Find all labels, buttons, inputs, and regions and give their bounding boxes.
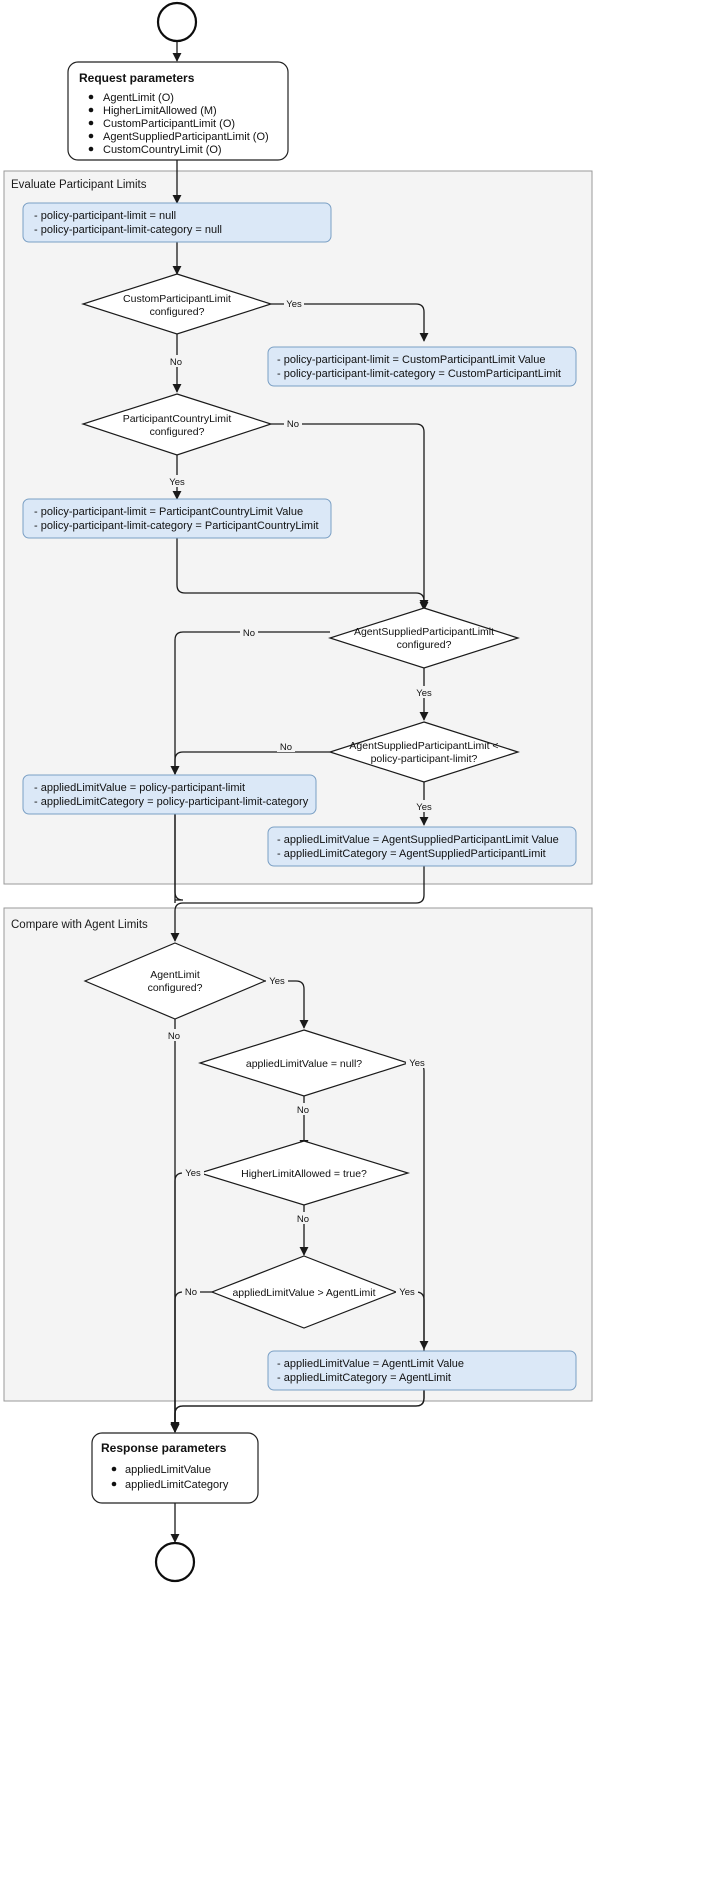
edge-label-no: No (243, 628, 255, 639)
decision-line: HigherLimitAllowed = true? (241, 1168, 367, 1180)
process-line: - appliedLimitCategory = AgentLimit (277, 1372, 451, 1384)
process-line: - appliedLimitCategory = AgentSuppliedPa… (277, 848, 546, 860)
edge-label-no: No (170, 357, 182, 368)
decision-applied-limit-null: appliedLimitValue = null? (198, 1029, 410, 1097)
response-param-item: appliedLimitValue (125, 1464, 211, 1476)
decision-agent-supplied-participant-limit: AgentSuppliedParticipantLimit configured… (328, 607, 520, 669)
decision-applied-greater-than-agent: appliedLimitValue > AgentLimit (210, 1255, 398, 1329)
decision-line: CustomParticipantLimit (123, 293, 231, 305)
bullet-dot (111, 1466, 117, 1472)
process-line: - policy-participant-limit-category = nu… (34, 224, 222, 236)
request-param-item: AgentLimit (O) (103, 92, 174, 104)
process-line: - policy-participant-limit-category = Pa… (34, 520, 319, 532)
edge-label-no: No (280, 742, 292, 753)
edge-label-no: No (185, 1287, 197, 1298)
process-init-policy: - policy-participant-limit = null - poli… (22, 202, 332, 243)
process-set-custom-participant: - policy-participant-limit = CustomParti… (267, 346, 577, 387)
request-param-item: HigherLimitAllowed (M) (103, 105, 217, 117)
edge-label-yes: Yes (399, 1287, 415, 1298)
decision-line: AgentSuppliedParticipantLimit (354, 626, 494, 638)
process-line: - appliedLimitValue = AgentSuppliedParti… (277, 834, 559, 846)
decision-line: policy-participant-limit? (371, 753, 478, 765)
bullet-dot (88, 133, 94, 139)
edge-label-yes: Yes (286, 299, 302, 310)
start-node (156, 1, 198, 43)
response-parameters-box: Response parameters appliedLimitValue ap… (91, 1432, 259, 1504)
decision-participant-country-limit: ParticipantCountryLimit configured? (81, 393, 273, 456)
request-param-item: CustomCountryLimit (O) (103, 144, 222, 156)
bullet-dot (88, 94, 94, 100)
edge-d3-no (170, 631, 330, 775)
group-evaluate-label: Evaluate Participant Limits (11, 179, 147, 191)
edge-label-no: No (168, 1031, 180, 1042)
process-applied-from-agent-supplied: - appliedLimitValue = AgentSuppliedParti… (267, 826, 577, 867)
request-param-item: AgentSuppliedParticipantLimit (O) (103, 131, 269, 143)
decision-agent-limit-configured: AgentLimit configured? (83, 942, 267, 1020)
edge-agentsupplied-join (170, 866, 425, 942)
process-applied-from-policy: - appliedLimitValue = policy-participant… (22, 774, 317, 815)
process-line: - policy-participant-limit = Participant… (34, 506, 303, 518)
edge-label-yes: Yes (169, 477, 185, 488)
decision-line: appliedLimitValue > AgentLimit (232, 1287, 375, 1299)
decision-line: configured? (150, 426, 205, 438)
process-line: - appliedLimitCategory = policy-particip… (34, 796, 309, 808)
edge-label-no: No (287, 419, 299, 430)
request-parameters-title: Request parameters (79, 71, 195, 85)
edge-d1-yes (271, 303, 429, 342)
process-set-participant-country: - policy-participant-limit = Participant… (22, 498, 332, 539)
edge-d5-yes (265, 980, 309, 1029)
decision-agent-supplied-less-than-policy: AgentSuppliedParticipantLimit < policy-p… (328, 721, 520, 783)
decision-line: ParticipantCountryLimit (123, 413, 232, 425)
process-line: - policy-participant-limit = null (34, 210, 176, 222)
decision-line: configured? (397, 639, 452, 651)
edge-label-yes: Yes (416, 802, 432, 813)
process-applied-from-agent-limit: - appliedLimitValue = AgentLimit Value -… (267, 1350, 577, 1391)
process-line: - appliedLimitValue = AgentLimit Value (277, 1358, 464, 1370)
decision-line: configured? (148, 982, 203, 994)
edge-agentlimit-to-response (170, 1390, 425, 1432)
decision-custom-participant-limit: CustomParticipantLimit configured? (81, 273, 273, 335)
bullet-dot (88, 107, 94, 113)
edge-label-yes: Yes (409, 1058, 425, 1069)
edge-label-no: No (297, 1214, 309, 1225)
bullet-dot (88, 120, 94, 126)
edge-label-no: No (297, 1105, 309, 1116)
end-node (154, 1541, 196, 1583)
edge-d4-no (170, 751, 330, 775)
decision-line: AgentLimit (150, 969, 200, 981)
edge-country-to-d3 (176, 537, 429, 609)
process-line: - policy-participant-limit = CustomParti… (277, 354, 545, 366)
process-line: - appliedLimitValue = policy-participant… (34, 782, 245, 794)
bullet-dot (111, 1481, 117, 1487)
request-param-item: CustomParticipantLimit (O) (103, 118, 235, 130)
edge-label-yes: Yes (416, 688, 432, 699)
group-compare-label: Compare with Agent Limits (11, 919, 148, 931)
request-parameters-box: Request parameters AgentLimit (O) Higher… (67, 61, 289, 161)
decision-line: configured? (150, 306, 205, 318)
decision-line: AgentSuppliedParticipantLimit < (349, 740, 498, 752)
process-line: - policy-participant-limit-category = Cu… (277, 368, 561, 380)
response-parameters-title: Response parameters (101, 1441, 227, 1455)
edge-label-yes: Yes (185, 1168, 201, 1179)
decision-line: appliedLimitValue = null? (246, 1058, 362, 1070)
bullet-dot (88, 146, 94, 152)
response-param-item: appliedLimitCategory (125, 1479, 229, 1491)
edge-label-yes: Yes (269, 976, 285, 987)
decision-higher-limit-allowed: HigherLimitAllowed = true? (197, 1140, 411, 1206)
